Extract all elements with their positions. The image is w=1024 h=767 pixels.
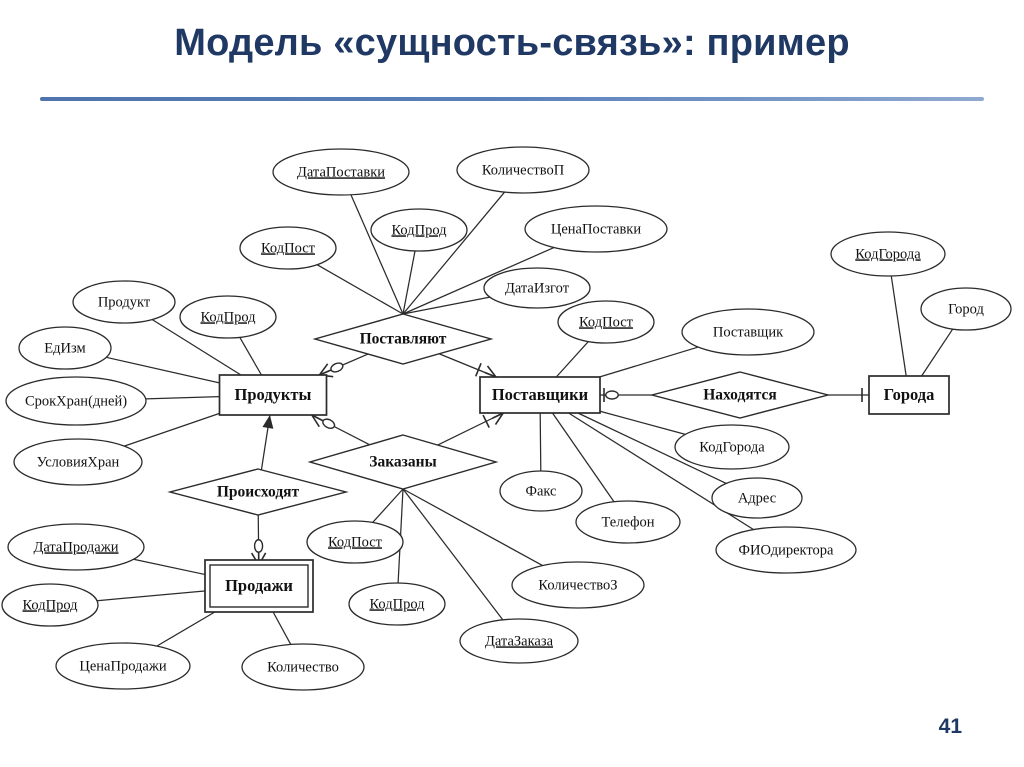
entity-label: Продажи [225, 576, 293, 595]
attribute-ed-izm: ЕдИзм [18, 326, 112, 370]
attribute-usloviya-hran: УсловияХран [13, 438, 143, 486]
attribute-fio-direktora: ФИОдиректора [715, 526, 857, 574]
attribute-label: КодПост [261, 240, 316, 256]
cardinality-one-or-many [482, 411, 504, 428]
attribute-kod-post-pv: КодПост [239, 226, 337, 270]
title-divider [40, 97, 984, 101]
attribute-label: Поставщик [713, 324, 784, 340]
attribute-data-izgot: ДатаИзгот [483, 267, 591, 309]
attribute-kod-prod-pd: КодПрод [1, 583, 99, 627]
cardinality-zero-or-many [311, 413, 336, 429]
attribute-label: КодПрод [369, 596, 425, 612]
attribute-label: Факс [525, 483, 556, 499]
attribute-kod-post-zk: КодПост [306, 520, 404, 564]
relationship-proishodyat: Происходят [167, 468, 349, 516]
relationship-label: Находятся [703, 387, 777, 404]
attribute-label: КодПост [579, 314, 634, 330]
cardinality-zero-or-one [603, 388, 619, 402]
cardinality-zero-or-many [250, 539, 267, 566]
attribute-cena-postavki: ЦенаПоставки [524, 205, 668, 253]
entity-postavshiki: Поставщики [479, 376, 601, 414]
attribute-label: КоличествоП [482, 162, 565, 178]
attribute-kod-prod-pr: КодПрод [179, 295, 277, 339]
attribute-label: ДатаПродажи [33, 539, 118, 555]
attribute-label: ДатаЗаказа [485, 633, 554, 649]
attribute-label: ЕдИзм [44, 340, 85, 356]
attribute-data-postavki: ДатаПоставки [272, 148, 410, 196]
attribute-data-prodazhi: ДатаПродажи [7, 523, 145, 571]
attribute-label: Продукт [98, 294, 151, 310]
entity-label: Поставщики [492, 385, 589, 404]
attribute-label: КоличествоЗ [538, 577, 617, 593]
attribute-data-zakaza: ДатаЗаказа [459, 618, 579, 664]
attribute-label: КодПрод [200, 309, 256, 325]
entity-produkty: Продукты [218, 374, 328, 416]
cardinality-arrow [262, 415, 274, 429]
attribute-label: УсловияХран [37, 454, 120, 470]
page-number: 41 [938, 715, 962, 738]
attribute-kod-goroda-ps: КодГорода [674, 424, 790, 470]
attribute-label: Адрес [738, 490, 776, 506]
attribute-gorod: Город [920, 287, 1012, 331]
attribute-kolichestvo-z: КоличествоЗ [511, 561, 645, 609]
attribute-label: Город [948, 301, 984, 317]
relationship-postavlyayut: Поставляют [312, 313, 494, 365]
attribute-label: КодПрод [391, 222, 447, 238]
attribute-label: Количество [267, 659, 339, 675]
attribute-telefon: Телефон [575, 500, 681, 544]
entity-goroda: Города [868, 375, 950, 415]
relationship-label: Происходят [217, 484, 300, 501]
attribute-kolichestvo: Количество [241, 643, 365, 691]
attribute-label: ЦенаПоставки [551, 221, 641, 237]
relationship-nahodyatsya: Находятся [649, 371, 831, 419]
attribute-label: КодГорода [855, 246, 921, 262]
page-title: Модель «сущность-связь»: пример [174, 22, 850, 64]
attribute-kolichestvo-p: КоличествоП [456, 146, 590, 194]
attribute-label: ФИОдиректора [739, 542, 835, 558]
connector-lines [96, 191, 954, 647]
attribute-label: ДатаИзгот [505, 280, 570, 296]
attribute-label: ЦенаПродажи [79, 658, 166, 674]
attribute-label: КодПост [328, 534, 383, 550]
attribute-kod-prod-zk: КодПрод [348, 582, 446, 626]
attribute-label: ДатаПоставки [297, 164, 385, 180]
attribute-adres: Адрес [711, 477, 803, 519]
attribute-label: Телефон [602, 514, 655, 530]
attribute-kod-post-ps: КодПост [557, 300, 655, 344]
attribute-label: СрокХран(дней) [25, 393, 127, 409]
entity-label: Продукты [235, 385, 312, 404]
attribute-label: КодПрод [22, 597, 78, 613]
relationship-zakazany: Заказаны [307, 434, 499, 490]
attribute-cena-prodazhi: ЦенаПродажи [55, 642, 191, 690]
attribute-produkt: Продукт [72, 280, 176, 324]
entity-prodazhi: Продажи [204, 559, 314, 613]
attribute-postavshik: Поставщик [681, 308, 815, 356]
attribute-faks: Факс [499, 470, 583, 512]
attribute-label: КодГорода [699, 439, 765, 455]
relationship-label: Заказаны [369, 454, 436, 471]
attribute-kod-goroda-g: КодГорода [830, 231, 946, 277]
attribute-kod-prod-pv: КодПрод [370, 208, 468, 252]
attribute-srok-hran: СрокХран(дней) [5, 376, 147, 426]
entity-label: Города [884, 385, 935, 404]
relationship-label: Поставляют [360, 331, 447, 348]
